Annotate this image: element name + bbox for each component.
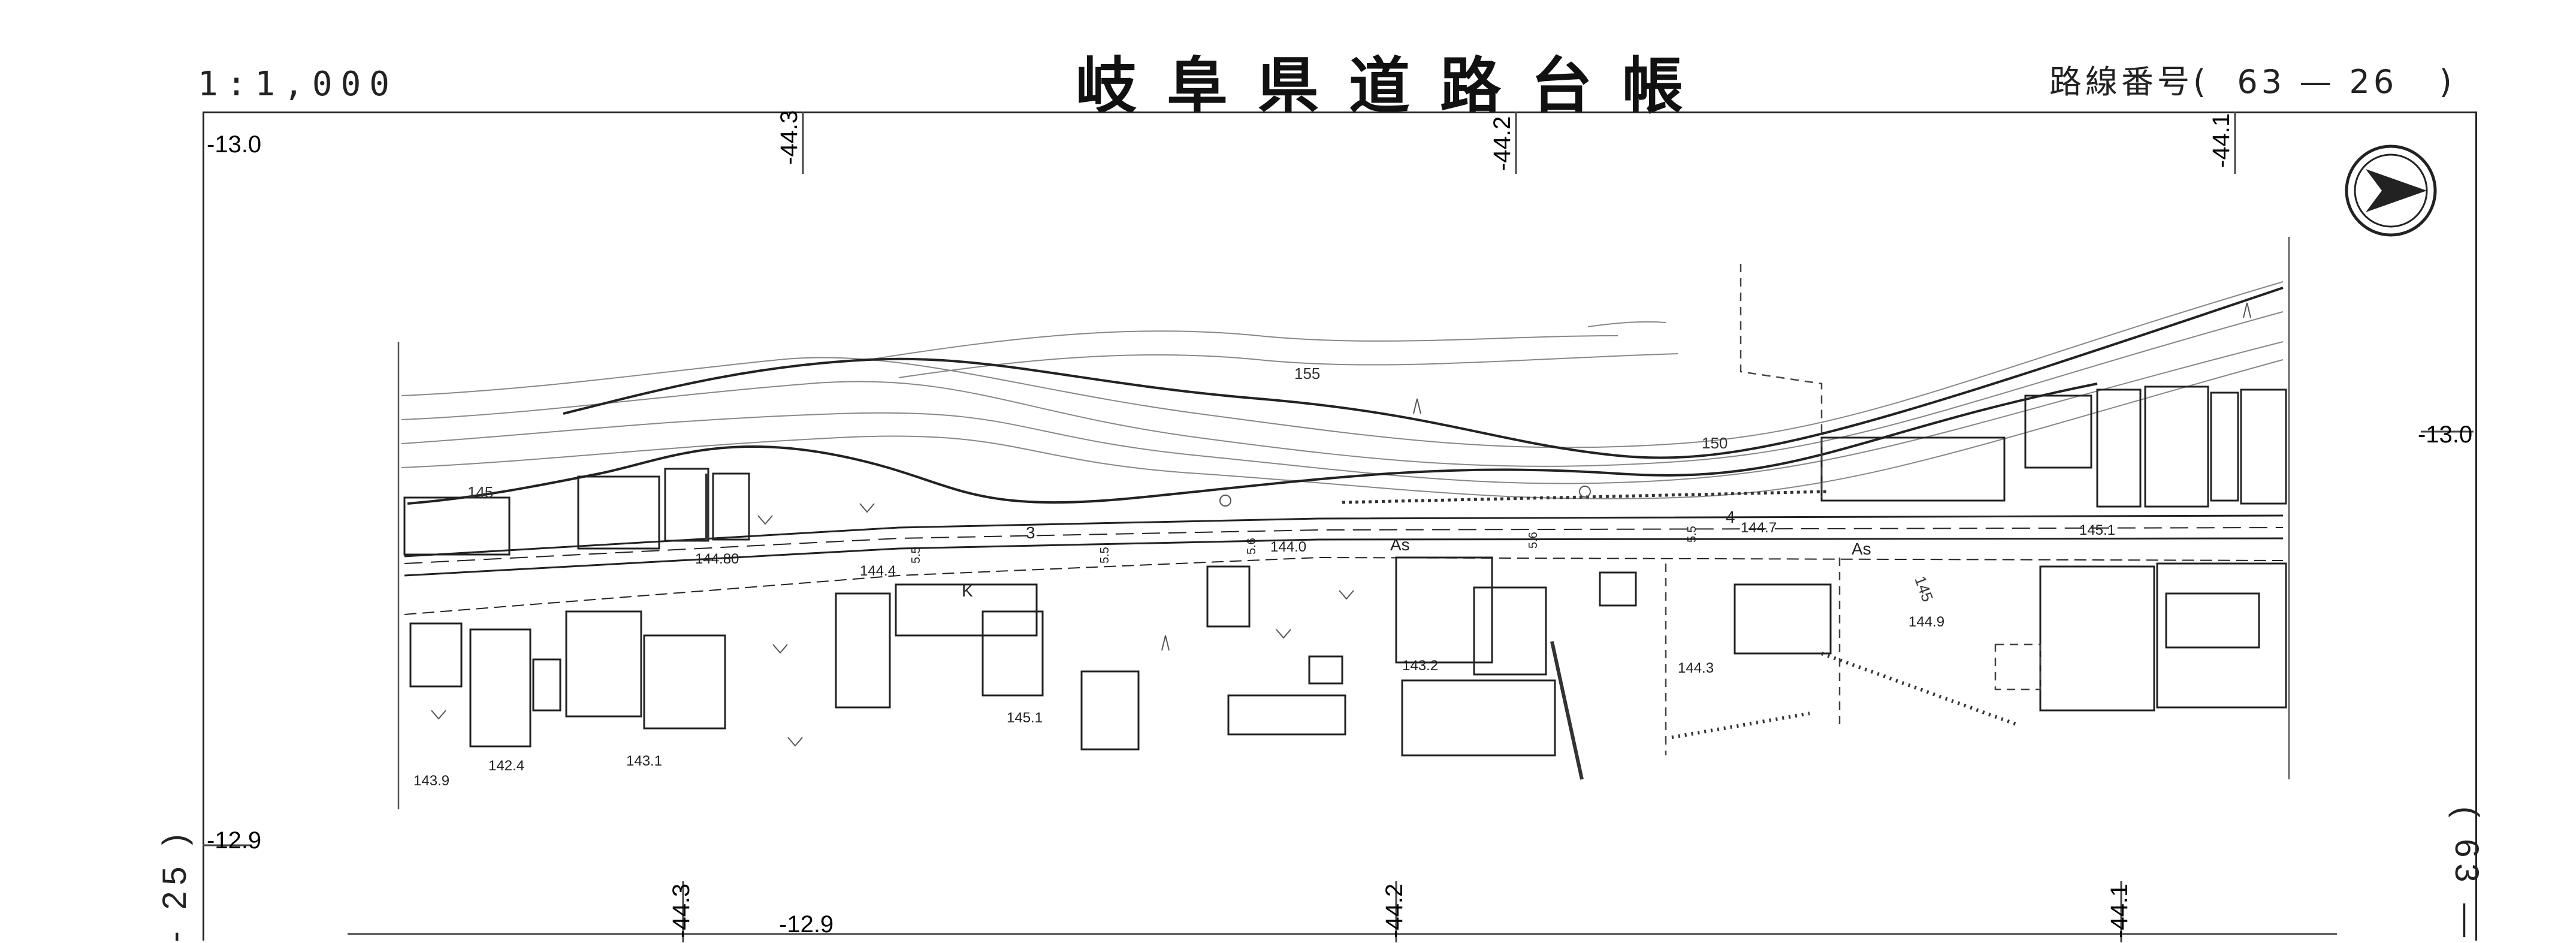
tick-bottom-4: -44.1 — [2106, 884, 2133, 938]
tick-top-left-corner: -13.0 — [207, 131, 261, 158]
elevation-144-80: 144.80 — [695, 551, 739, 567]
elevation-144-4: 144.4 — [860, 563, 896, 579]
elevation-143-2: 143.2 — [1402, 658, 1438, 674]
tick-bottom-1: -44.3 — [668, 884, 694, 938]
road-mark-3: 3 — [1026, 523, 1035, 542]
elevation-145-1-road: 145.1 — [2079, 522, 2115, 538]
tick-top-3: -44.1 — [2208, 113, 2234, 168]
tick-right-mid: -13.0 — [2418, 421, 2472, 448]
buildings-south — [409, 556, 2287, 757]
route-label-text: 路線番号 — [2049, 63, 2193, 101]
page-title: 岐阜県道路台帳 — [1076, 51, 1713, 122]
elevation-144-7: 144.7 — [1741, 520, 1777, 536]
contour-label-145-right: 145 — [1911, 574, 1937, 604]
route-number-label: 路線番号( 63 — 26 ) — [2049, 55, 2456, 103]
contour-lines — [401, 281, 2284, 499]
map-scale: 1:1,000 — [198, 65, 398, 104]
elevation-144-0: 144.0 — [1270, 539, 1306, 555]
contour-label-150: 150 — [1702, 434, 1728, 452]
tick-top-2: -44.2 — [1489, 116, 1515, 171]
index-contours — [407, 287, 2284, 505]
elevation-144-3: 144.3 — [1678, 660, 1714, 676]
road-width-3: 5.6 — [1527, 532, 1540, 549]
elevation-145-1-south: 145.1 — [1007, 710, 1043, 726]
elevation-142-4: 142.4 — [488, 758, 524, 774]
frame-ticks — [203, 112, 2474, 942]
route-open-paren: ( — [2193, 63, 2210, 101]
route-close-paren: ) — [2439, 63, 2456, 101]
retaining-walls — [705, 474, 2021, 780]
road-width-4: 5.5 — [1686, 526, 1699, 543]
north-arrow-icon — [2345, 144, 2437, 237]
pavement-as-2: As — [1852, 540, 1871, 558]
contour-label-145-left: 145 — [467, 483, 493, 501]
tick-top-1: -44.3 — [776, 110, 802, 165]
tick-bottom-3: -44.2 — [1381, 884, 1408, 938]
map-frame — [203, 112, 2477, 941]
elevation-143-1: 143.1 — [626, 753, 662, 769]
tick-left-low: -12.9 — [207, 827, 261, 854]
route-number: 63 — 26 — [2237, 63, 2398, 101]
land-use-symbols — [431, 302, 2251, 747]
road-mark-4: 4 — [1726, 508, 1735, 526]
elevation-143-9: 143.9 — [413, 773, 449, 789]
survey-area-outline — [397, 237, 2290, 809]
property-lines — [1665, 264, 2042, 755]
road — [404, 514, 2284, 615]
road-mark-k: K — [962, 582, 973, 600]
pavement-as-1: As — [1390, 535, 1410, 554]
tick-bottom-2: -12.9 — [779, 911, 833, 938]
road-width-2: 5.6 — [1245, 538, 1258, 555]
road-width-1: 5.5 — [910, 547, 923, 564]
road-width-5: 5.5 — [1098, 547, 1112, 564]
elevation-144-9: 144.9 — [1908, 614, 1944, 630]
contour-label-155: 155 — [1294, 364, 1320, 382]
